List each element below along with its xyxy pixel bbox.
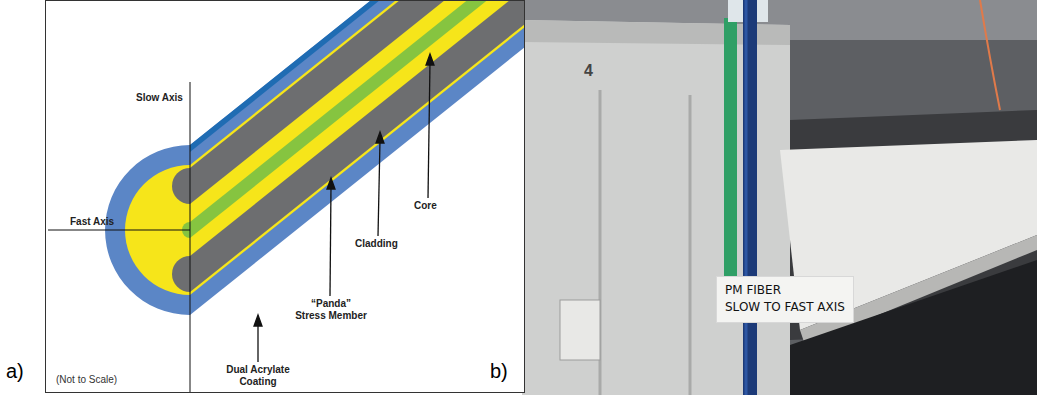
leader-arrows — [254, 54, 434, 362]
axis-label: Slow Axis — [136, 92, 183, 104]
panel-label: b) — [490, 360, 508, 383]
tape-label: PM FIBERSLOW TO FAST AXIS — [716, 276, 854, 323]
note: (Not to Scale) — [56, 374, 117, 386]
axis-label: Fast Axis — [70, 216, 114, 228]
part-label: Dual Acrylate Coating — [222, 364, 294, 387]
part-label: Core — [414, 200, 437, 212]
photo — [522, 0, 1037, 395]
label-text: PM FIBER — [725, 282, 845, 299]
pm-fiber-illustration — [105, 1, 524, 315]
part-label: Cladding — [355, 238, 398, 250]
label-text: SLOW TO FAST AXIS — [725, 299, 845, 316]
part-label: “Panda” Stress Member — [295, 298, 367, 321]
panel-label: a) — [6, 360, 24, 383]
panel-number: 4 — [584, 62, 593, 80]
